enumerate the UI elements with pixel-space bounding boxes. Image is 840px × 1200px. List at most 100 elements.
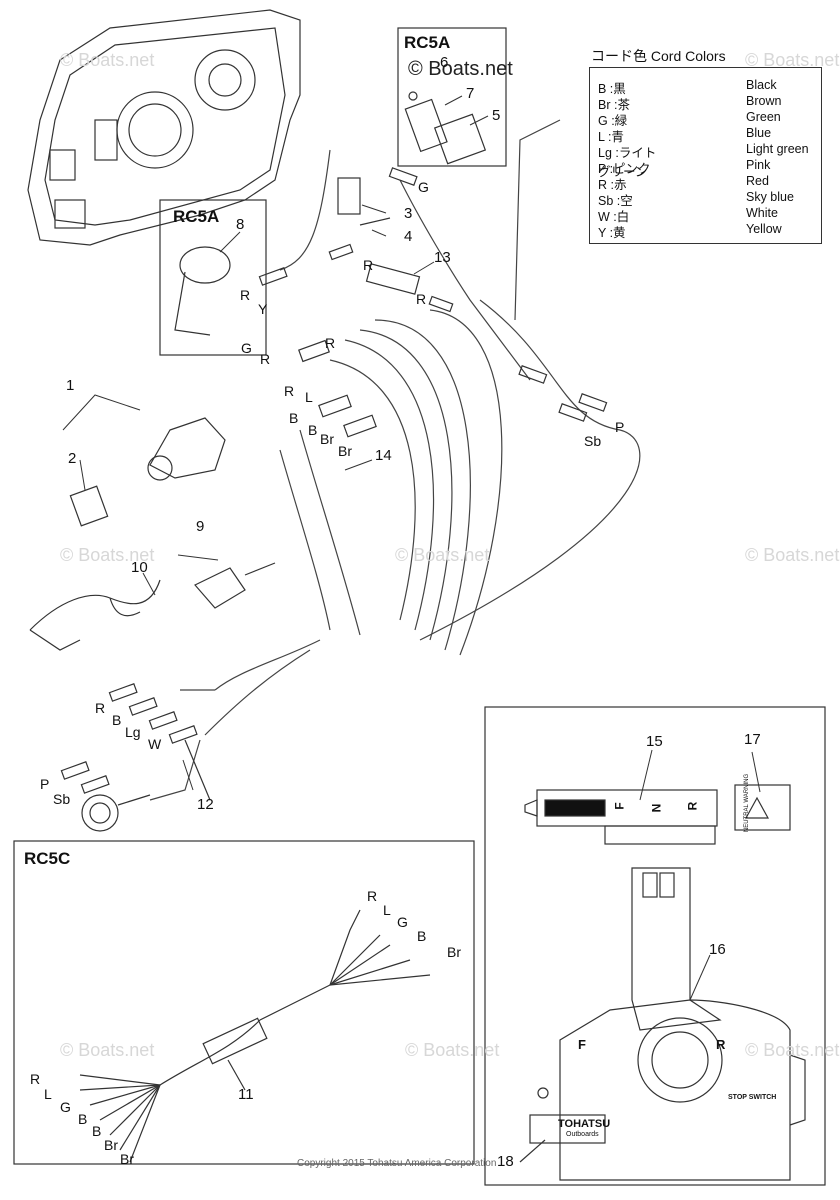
rc5a-left-box: [159, 199, 267, 356]
callout-11: 11: [238, 1086, 254, 1103]
callout-10: 10: [131, 559, 148, 576]
wire-label: L: [305, 389, 313, 405]
wire-label: R: [30, 1071, 41, 1087]
legend-title: コード色 Cord Colors: [591, 48, 726, 64]
wire-label: R: [325, 335, 336, 351]
legend-code: W :白: [598, 210, 630, 224]
callout-17: 17: [744, 731, 761, 748]
callout-1: 1: [66, 377, 75, 394]
wire-label: R: [260, 351, 271, 367]
watermark: © Boats.net: [395, 545, 490, 565]
wire-label: G: [418, 179, 429, 195]
remote-control-lever-drawing: [519, 867, 806, 1181]
legend-row: Sb :空 Sky blue: [598, 190, 818, 208]
legend-color-name: Green: [746, 110, 781, 124]
callout-14: 14: [375, 447, 392, 464]
stop-switch-text: STOP SWITCH: [728, 1094, 777, 1101]
callout-4: 4: [404, 228, 413, 245]
wire-label: B: [92, 1123, 102, 1139]
callout-8: 8: [236, 216, 245, 233]
legend-color-name: Light green: [746, 142, 809, 156]
callout-3: 3: [404, 205, 413, 222]
tohatsu-sub: Outboards: [566, 1131, 599, 1138]
wire-label: B: [289, 410, 299, 426]
wire-label: Sb: [53, 791, 71, 807]
wire-label: B: [112, 712, 122, 728]
wire-label: P: [40, 776, 50, 792]
boats-net-watermark: © Boats.net: [408, 58, 513, 80]
lever-f: F: [578, 1037, 586, 1052]
legend-color-name: Sky blue: [746, 190, 794, 204]
rc5a-top-title: RC5A: [404, 33, 451, 52]
legend-color-name: Black: [746, 78, 777, 92]
wire-label: G: [60, 1099, 71, 1115]
wire-label: Br: [120, 1151, 134, 1167]
legend-color-name: White: [746, 206, 778, 220]
legend-color-name: Pink: [746, 158, 771, 172]
legend-code: Lg :ライトグリーン: [598, 146, 657, 179]
wire-label: R: [416, 291, 427, 307]
wire-label: P: [615, 419, 625, 435]
legend-code: Br :茶: [598, 98, 630, 112]
control-box-panel: [484, 706, 826, 1186]
callout-18: 18: [497, 1153, 514, 1170]
wire-label: Br: [320, 431, 334, 447]
legend-code: Sb :空: [598, 194, 633, 208]
wire-label: Y: [258, 301, 268, 317]
tohatsu-logo: TOHATSU: [558, 1118, 611, 1130]
neutral-warning-text: NEUTRAL WARNING: [744, 773, 751, 833]
wire-label: Sb: [584, 433, 602, 449]
wire-label: W: [148, 736, 162, 752]
rc5a-top-box: [397, 27, 507, 167]
callout-9: 9: [196, 518, 205, 535]
legend-row: B :黒 Black: [598, 78, 818, 96]
legend-row: L :青 Blue: [598, 126, 818, 144]
legend-code: L :青: [598, 130, 624, 144]
legend-row: W :白 White: [598, 206, 818, 224]
wire-label: G: [397, 914, 408, 930]
legend-color-name: Brown: [746, 94, 782, 108]
callout-2: 2: [68, 450, 77, 467]
wire-label: Br: [104, 1137, 118, 1153]
wire-label: B: [308, 422, 318, 438]
neutral-indicator-drawing: [524, 784, 791, 845]
legend-code: Y :黄: [598, 226, 626, 240]
callout-12: 12: [197, 796, 214, 813]
callout-5: 5: [492, 107, 501, 124]
watermark: © Boats.net: [60, 545, 155, 565]
engine-housing-drawing: [27, 9, 301, 246]
watermark: © Boats.net: [60, 50, 155, 70]
wire-label: L: [44, 1086, 52, 1102]
callout-13: 13: [434, 249, 451, 266]
legend-color-name: Red: [746, 174, 769, 188]
wire-label: R: [363, 257, 374, 273]
watermark: © Boats.net: [745, 50, 840, 70]
callout-15: 15: [646, 733, 663, 750]
legend-color-name: Yellow: [746, 222, 782, 236]
watermark: © Boats.net: [405, 1040, 500, 1060]
wire-label: B: [78, 1111, 88, 1127]
wire-label: B: [417, 928, 427, 944]
watermark: © Boats.net: [60, 1040, 155, 1060]
rc5c-title: RC5C: [24, 849, 71, 868]
legend-code: B :黒: [598, 82, 626, 96]
legend-row: Br :茶 Brown: [598, 94, 818, 112]
callout-7: 7: [466, 85, 475, 102]
indicator-r: R: [685, 801, 700, 811]
wire-label: L: [383, 902, 391, 918]
rc5a-left-title: RC5A: [173, 207, 220, 226]
wire-label: R: [367, 888, 378, 904]
watermark: © Boats.net: [745, 1040, 840, 1060]
wire-label: R: [284, 383, 295, 399]
legend-row: Lg :ライトグリーン Light green: [598, 142, 818, 179]
wire-label: Br: [338, 443, 352, 459]
callout-16: 16: [709, 941, 726, 958]
key-switch-drawing: [69, 417, 226, 527]
wire-label: Lg: [125, 724, 141, 740]
lever-r: R: [716, 1037, 726, 1052]
indicator-f: F: [612, 802, 627, 810]
legend-color-name: Blue: [746, 126, 772, 140]
